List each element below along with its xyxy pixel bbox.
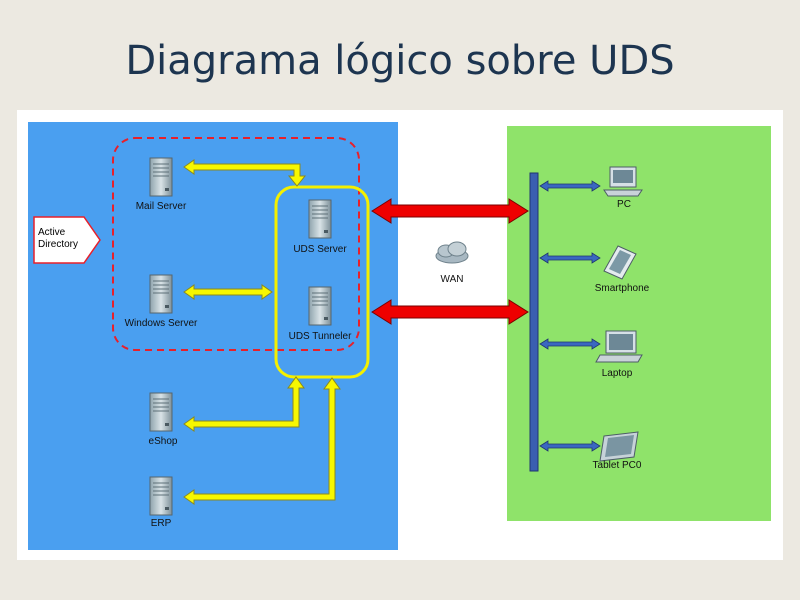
wan-label: WAN	[441, 274, 464, 285]
internal-network-zone	[28, 122, 398, 550]
erp-label: ERP	[151, 518, 172, 529]
smartphone-label: Smartphone	[595, 283, 650, 294]
uds-server-label: UDS Server	[293, 244, 347, 255]
windows-server-icon[interactable]	[149, 274, 173, 314]
pc-label: PC	[617, 199, 631, 210]
server-group-dashed	[112, 137, 360, 351]
eshop-server-icon[interactable]	[149, 392, 173, 432]
smartphone-link	[539, 252, 601, 264]
erp-group-arrow	[183, 377, 341, 505]
eshop-group-arrow	[183, 376, 305, 432]
device-links	[539, 180, 601, 452]
active-directory-label-2: Directory	[38, 239, 78, 250]
mail-server-icon[interactable]	[149, 157, 173, 197]
wan-cloud-icon[interactable]	[435, 241, 469, 264]
eshop-label: eShop	[149, 436, 178, 447]
laptop-icon[interactable]	[595, 330, 643, 363]
tablet-label: Tablet PC0	[593, 460, 642, 471]
smartphone-icon[interactable]	[603, 245, 637, 280]
pc-link	[539, 180, 601, 192]
uds-tunneler-label: UDS Tunneler	[289, 331, 352, 342]
wan-links	[371, 198, 529, 325]
wan-arrow-bottom	[371, 299, 529, 325]
tablet-icon[interactable]	[599, 431, 639, 462]
erp-server-icon[interactable]	[149, 476, 173, 516]
active-directory-label-1: Active	[38, 227, 66, 238]
windows-server-label: Windows Server	[125, 318, 198, 329]
windows-tunneler-arrow	[183, 284, 273, 300]
tablet-link	[539, 440, 601, 452]
mail-uds-arrow	[183, 159, 307, 187]
uds-server-icon[interactable]	[308, 199, 332, 239]
laptop-link	[539, 338, 601, 350]
pc-icon[interactable]	[603, 166, 643, 197]
wan-arrow-top	[371, 198, 529, 224]
internal-links	[183, 159, 341, 505]
mail-server-label: Mail Server	[136, 201, 187, 212]
network-bus	[529, 172, 539, 472]
active-directory-shape[interactable]	[33, 216, 101, 264]
page-title: Diagrama lógico sobre UDS	[125, 38, 675, 84]
laptop-label: Laptop	[602, 368, 633, 379]
uds-tunneler-icon[interactable]	[308, 286, 332, 326]
uds-group	[274, 185, 370, 379]
